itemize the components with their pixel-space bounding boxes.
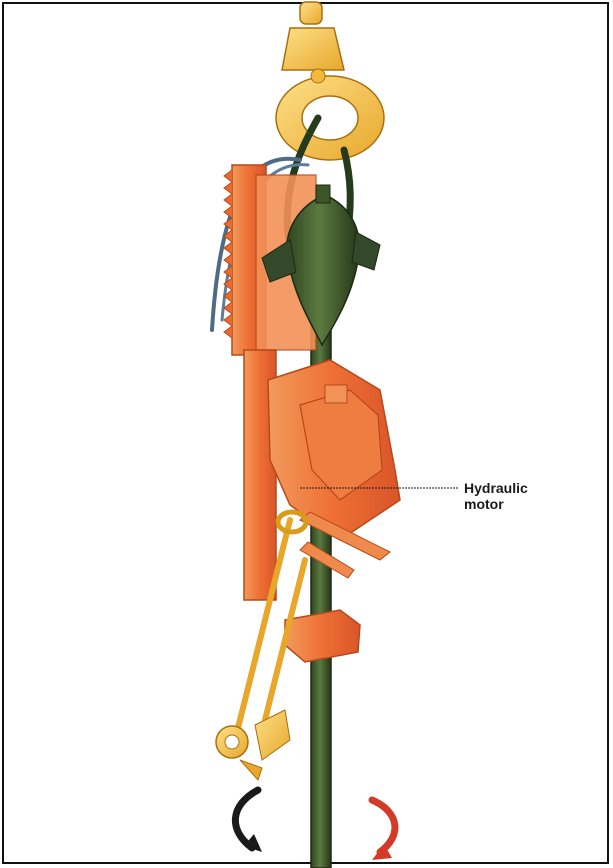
- rod-clamp: [285, 610, 360, 662]
- hook-swivel: [276, 2, 384, 160]
- hydraulic-motor-label: Hydraulic motor: [464, 480, 528, 512]
- gearbox-housing: [268, 360, 400, 578]
